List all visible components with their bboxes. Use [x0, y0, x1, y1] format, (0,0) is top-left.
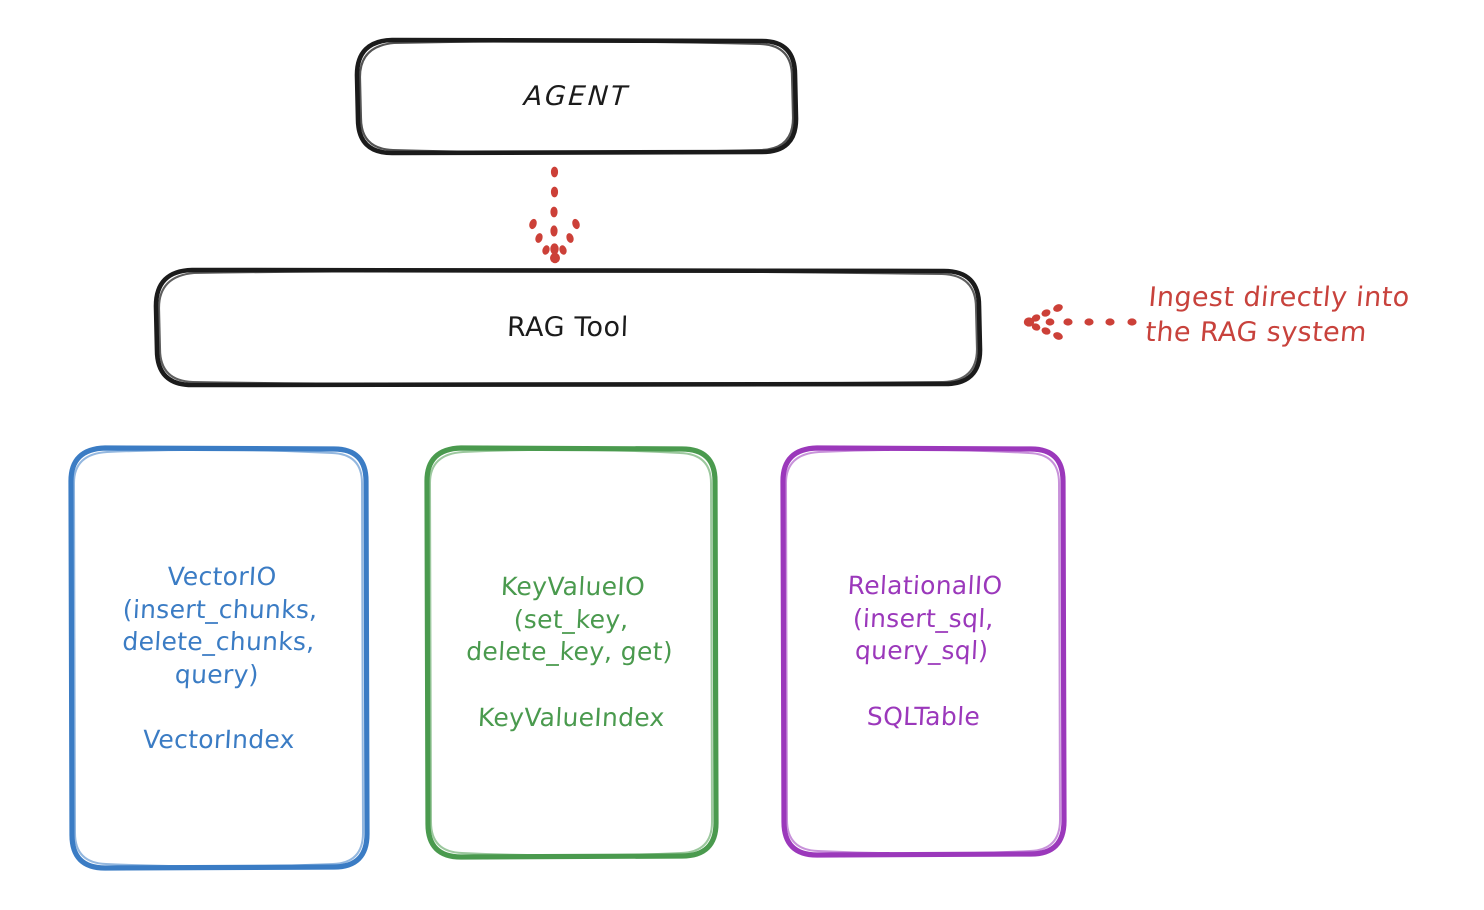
key-value-io-card[interactable]: KeyValueIO (set_key, delete_key, get) Ke… [427, 447, 715, 856]
key-value-io-index-label: KeyValueIndex [476, 702, 666, 732]
rag-tool-node[interactable]: RAG Tool [156, 269, 980, 385]
vector-io-card[interactable]: VectorIO (insert_chunks, delete_chunks, … [71, 447, 367, 868]
vector-io-interface-label: VectorIO (insert_chunks, delete_chunks, … [121, 562, 319, 689]
relational-io-index-label: SQLTable [866, 701, 981, 731]
agent-to-ragtool-arrow [529, 166, 580, 264]
rag-tool-label: RAG Tool [506, 311, 630, 343]
key-value-io-interface-label: KeyValueIO (set_key, delete_key, get) [465, 572, 674, 667]
ragtool-box-outline [153, 267, 983, 388]
ingest-annotation-label: Ingest directly into the RAG system [1144, 282, 1411, 348]
relational-io-card[interactable]: RelationalIO (insert_sql, query_sql) SQL… [784, 447, 1063, 854]
relational-io-card-outline [780, 445, 1067, 858]
relational-io-interface-label: RelationalIO (insert_sql, query_sql) [847, 571, 1004, 666]
agent-box-outline [354, 37, 799, 156]
agent-label: AGENT [523, 81, 631, 112]
key-value-io-card-outline [424, 445, 719, 860]
annotation-to-ragtool-arrow [1023, 304, 1137, 340]
vector-io-index-label: VectorIndex [142, 725, 296, 754]
agent-node[interactable]: AGENT [357, 39, 797, 154]
vector-io-card-outline [68, 445, 370, 871]
